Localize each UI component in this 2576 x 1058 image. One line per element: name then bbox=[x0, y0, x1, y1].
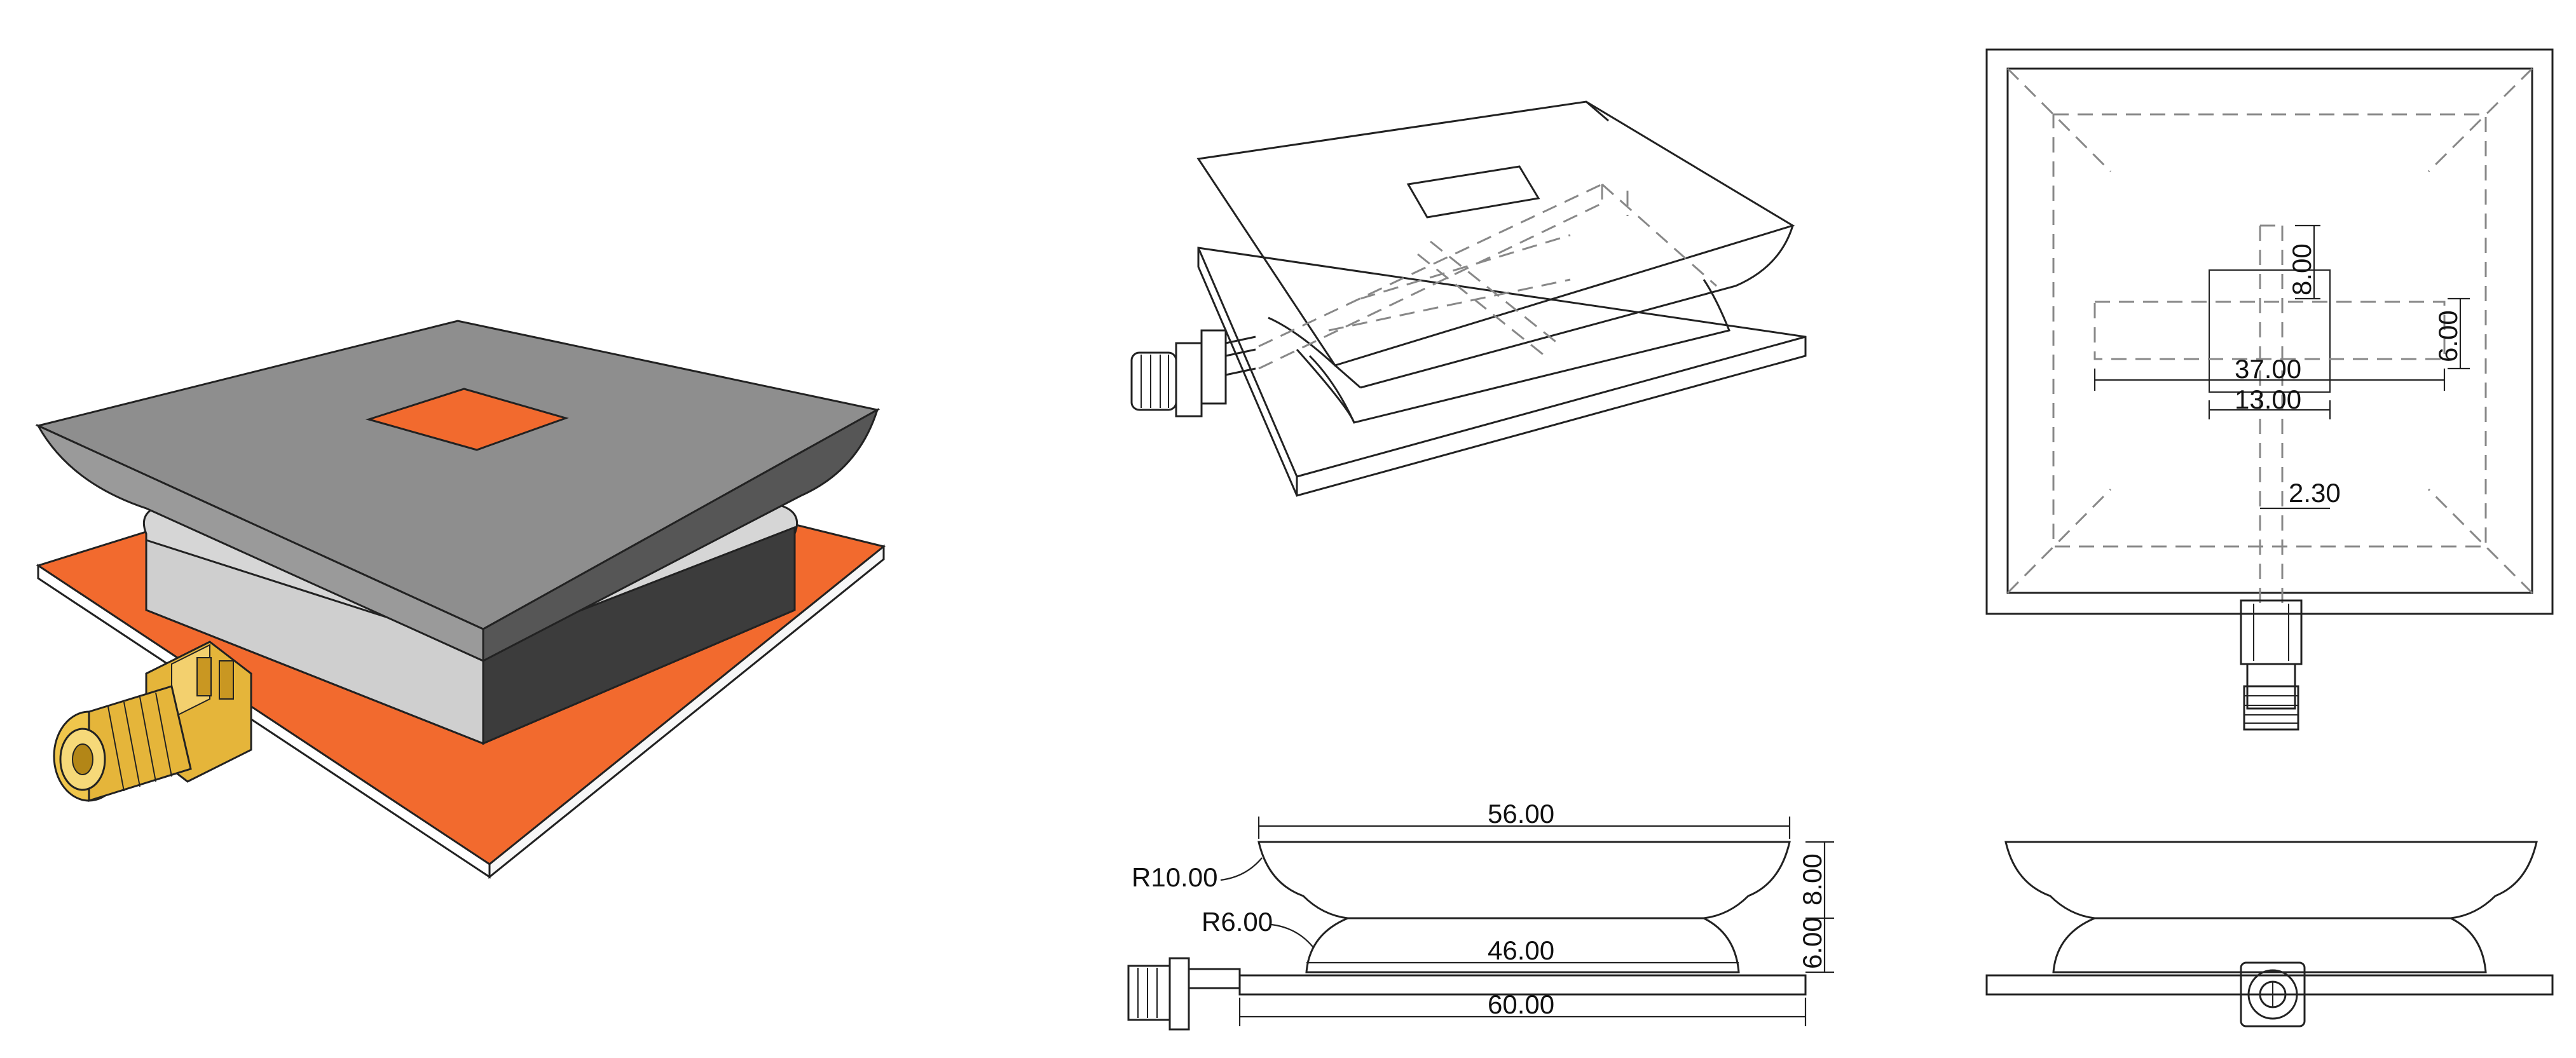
shaded-3d-view bbox=[35, 320, 886, 879]
dim-ground-width: 60.00 bbox=[1488, 989, 1554, 1019]
dim-top-width: 56.00 bbox=[1488, 799, 1554, 829]
front-view: 56.00 R10.00 R6.00 46.00 60.00 8.00 6.00 bbox=[1127, 799, 1834, 1031]
side-view bbox=[1985, 841, 2554, 1027]
sma-connector-side bbox=[2240, 961, 2306, 1027]
sma-connector-wire bbox=[1130, 329, 1256, 417]
dim-feed-width: 13.00 bbox=[2235, 384, 2301, 414]
sma-connector-top bbox=[2240, 599, 2303, 731]
wireframe-iso-view bbox=[1130, 100, 1807, 497]
top-view: 8.00 6.00 37.00 13.00 2.30 bbox=[1985, 48, 2554, 731]
dim-top-height: 8.00 bbox=[1797, 853, 1827, 905]
dim-feed-length: 8.00 bbox=[2287, 243, 2317, 295]
sma-connector bbox=[53, 641, 252, 803]
dim-radius-top: R10.00 bbox=[1132, 862, 1217, 892]
dim-strip-width: 37.00 bbox=[2235, 354, 2301, 384]
dim-mid-width: 46.00 bbox=[1488, 935, 1554, 965]
dim-radius-bottom: R6.00 bbox=[1202, 907, 1273, 937]
sma-connector-front bbox=[1127, 957, 1241, 1031]
dim-feed-offset: 6.00 bbox=[2433, 310, 2463, 362]
dim-bottom-height: 6.00 bbox=[1797, 917, 1827, 969]
dim-gap: 2.30 bbox=[2289, 478, 2341, 508]
feed-pad bbox=[365, 388, 569, 451]
